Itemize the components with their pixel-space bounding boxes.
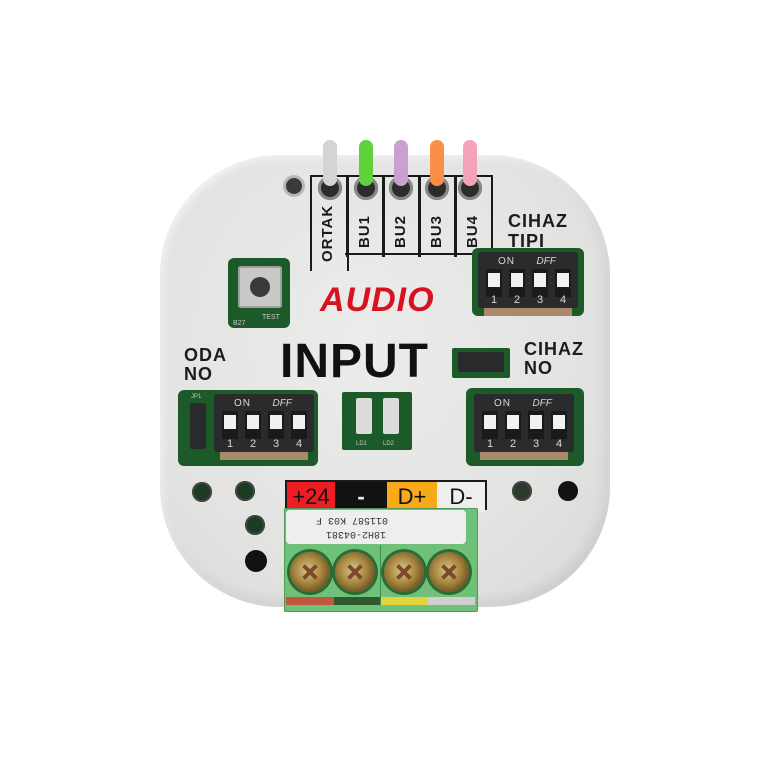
dip-num-3: 3 (532, 438, 540, 450)
oda-no-jumper[interactable] (190, 403, 206, 449)
cihaz-tipi-pins (484, 308, 572, 316)
hole-left-3 (245, 515, 265, 535)
led-2 (383, 398, 399, 434)
terminal-color-strip-dminus (428, 597, 475, 605)
power-label-dminus: D- (437, 482, 485, 512)
cihaz-no-pins (480, 452, 568, 460)
wire-end-ortak (323, 170, 337, 186)
cihaz-tipi-title-line2: TIPI (508, 231, 546, 251)
terminal-color-strip-dplus (381, 597, 428, 605)
dip-on-label: ON (494, 398, 511, 409)
dip-off-label: DFF (536, 256, 556, 267)
dip-num-1: 1 (226, 438, 234, 450)
test-button[interactable] (238, 266, 282, 308)
model-label: INPUT (280, 335, 429, 388)
dip-toggle-2[interactable] (245, 411, 261, 439)
dip-toggle-3[interactable] (528, 411, 544, 439)
dip-on-label: ON (498, 256, 515, 267)
cihaz-no-title-line1: CIHAZ (524, 339, 584, 359)
terminal-label-bu2: BU2 (392, 214, 409, 248)
cihaz-no-jumper[interactable] (458, 352, 504, 372)
dip-toggle-2[interactable] (509, 269, 525, 297)
power-label-minus-text: - (357, 484, 365, 509)
cihaz-no-dip-switch[interactable]: ON DFF 1 2 3 4 (474, 394, 574, 452)
dip-num-4: 4 (295, 438, 303, 450)
dip-num-2: 2 (513, 294, 521, 306)
power-label-row: +24 - D+ D- (285, 480, 487, 512)
terminal-sticker: 011587 K03 F 18H2-04381 (286, 510, 466, 544)
oda-no-title-line2: NO (184, 364, 213, 384)
terminal-color-strip-minus (334, 597, 380, 605)
terminal-underline (345, 253, 491, 255)
wire-end-bu2 (394, 170, 408, 186)
dip-num-2: 2 (249, 438, 257, 450)
dip-toggle-3[interactable] (532, 269, 548, 297)
sticker-line2: 18H2-04381 (326, 528, 387, 539)
dip-toggle-1[interactable] (482, 411, 498, 439)
dip-num-1: 1 (486, 438, 494, 450)
hole-right-2 (558, 481, 578, 501)
sticker-line1: 011587 K03 F (316, 514, 389, 525)
dip-toggle-4[interactable] (551, 411, 567, 439)
dip-toggle-4[interactable] (555, 269, 571, 297)
dip-on-label: ON (234, 398, 251, 409)
test-button-cap (250, 277, 270, 297)
hole-right-1 (512, 481, 532, 501)
dip-toggle-4[interactable] (291, 411, 307, 439)
dip-num-4: 4 (555, 438, 563, 450)
mount-hole-top (286, 178, 302, 194)
dip-num-2: 2 (509, 438, 517, 450)
dip-off-label: DFF (532, 398, 552, 409)
screw-dplus[interactable] (384, 552, 424, 592)
brand-logo: AUDIO (320, 281, 435, 319)
dip-toggle-1[interactable] (222, 411, 238, 439)
terminal-label-bu3: BU3 (428, 214, 445, 248)
test-button-label: TEST (262, 314, 280, 321)
terminal-color-strip-plus24 (286, 597, 334, 605)
test-button-ref: B27 (233, 320, 246, 327)
hole-left-4 (245, 550, 267, 572)
dip-toggle-1[interactable] (486, 269, 502, 297)
dip-toggle-3[interactable] (268, 411, 284, 439)
hole-left-2 (235, 481, 255, 501)
terminal-label-ortak: ORTAK (319, 204, 336, 262)
screw-plus24[interactable] (290, 552, 330, 592)
dip-off-label: DFF (272, 398, 292, 409)
oda-no-dip-switch[interactable]: ON DFF 1 2 3 4 (214, 394, 314, 452)
dip-num-3: 3 (536, 294, 544, 306)
wire-end-bu1 (359, 170, 373, 186)
terminal-label-bu4: BU4 (464, 214, 481, 248)
led-pcb (342, 392, 412, 450)
terminal-label-bu1: BU1 (356, 214, 373, 248)
dip-num-3: 3 (272, 438, 280, 450)
wire-end-bu3 (430, 170, 444, 186)
cihaz-tipi-dip-switch[interactable]: ON DFF 1 2 3 4 (478, 252, 578, 308)
dip-num-4: 4 (559, 294, 567, 306)
power-label-plus24: +24 (287, 482, 335, 512)
led-1-label: LD1 (356, 441, 368, 447)
dip-toggle-2[interactable] (505, 411, 521, 439)
hole-left-1 (192, 482, 212, 502)
cihaz-no-title-line2: NO (524, 358, 553, 378)
led-2-label: LD2 (383, 441, 395, 447)
led-1 (356, 398, 372, 434)
screw-minus[interactable] (335, 552, 375, 592)
wire-end-bu4 (463, 170, 477, 186)
power-label-minus: - (335, 482, 387, 512)
power-label-dplus: D+ (387, 482, 437, 512)
oda-no-pins (220, 452, 308, 460)
screw-dminus[interactable] (429, 552, 469, 592)
oda-no-title-line1: ODA (184, 345, 227, 365)
oda-no-jumper-label: JP1 (191, 394, 202, 400)
dip-num-1: 1 (490, 294, 498, 306)
terminal-divider (380, 545, 381, 605)
cihaz-tipi-title-line1: CIHAZ (508, 211, 568, 231)
